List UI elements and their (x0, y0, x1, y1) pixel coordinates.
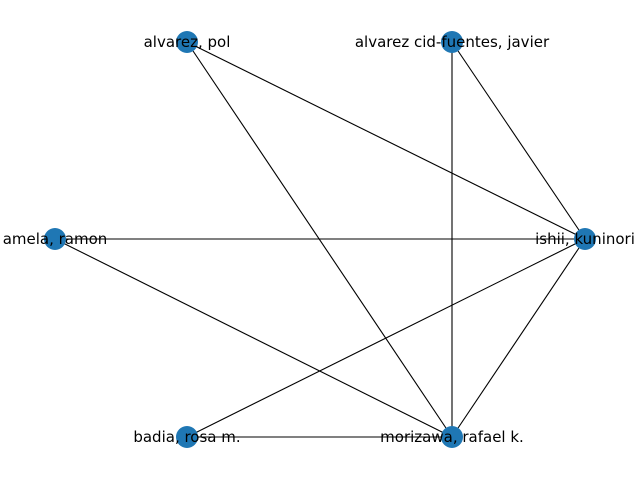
edge-alvarez_cid-ishii (451, 41, 586, 240)
labels-layer: alvarez, pol alvarez cid-fuentes, javier i… (3, 33, 635, 446)
edge-badia-ishii (186, 238, 586, 438)
node-morizawa (441, 426, 463, 448)
node-label-alvarez_cid: alvarez cid-fuentes, javier (355, 33, 550, 51)
nodes-layer (44, 31, 596, 448)
edge-amela-morizawa (54, 238, 453, 438)
node-label-amela: amela, ramon (3, 230, 108, 248)
node-alvarez_cid (441, 31, 463, 53)
node-label-badia: badia, rosa m. (133, 428, 240, 446)
edge-ishii-morizawa (451, 238, 586, 438)
node-label-alvarez_pol: alvarez, pol (144, 33, 231, 51)
node-amela (44, 228, 66, 250)
edge-alvarez_pol-ishii (186, 41, 586, 240)
node-alvarez_pol (176, 31, 198, 53)
node-label-ishii: ishii, kuninori (535, 230, 635, 248)
edges-layer (54, 41, 586, 438)
node-ishii (574, 228, 596, 250)
node-badia (176, 426, 198, 448)
node-label-morizawa: morizawa, rafael k. (380, 428, 524, 446)
